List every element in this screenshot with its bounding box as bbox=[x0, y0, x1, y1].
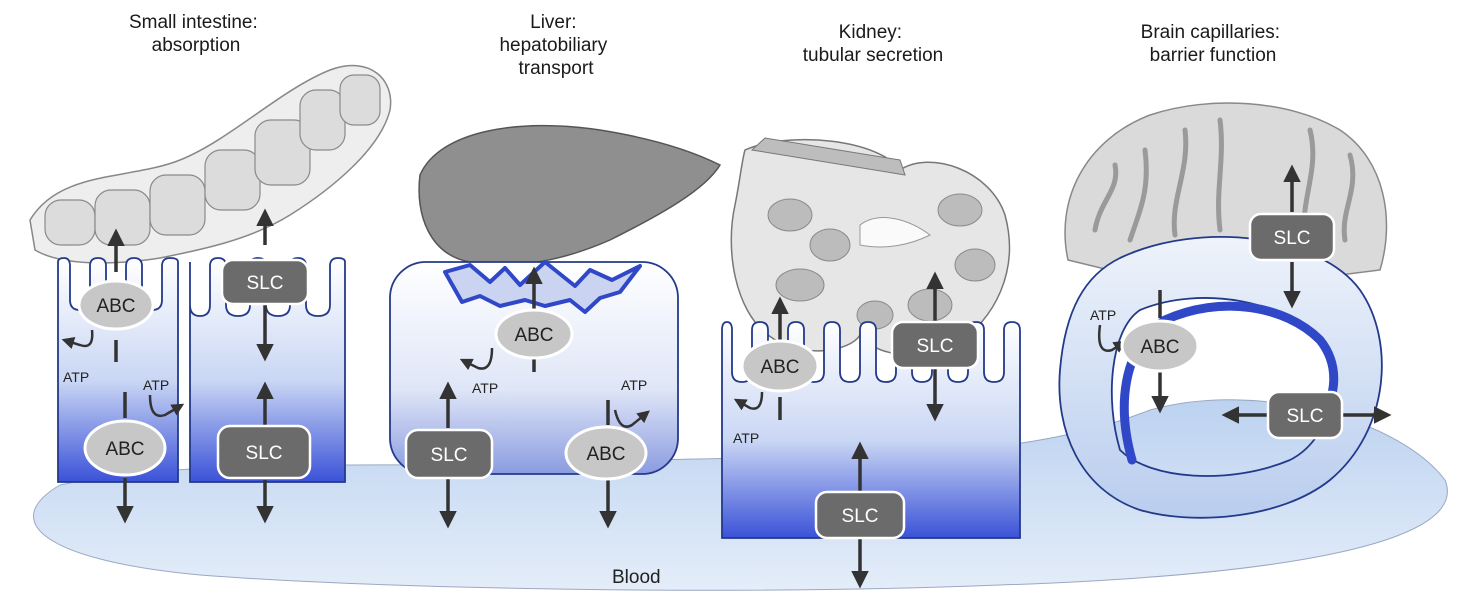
atp-label: ATP bbox=[621, 377, 647, 393]
abc-intestine-basal: ABC bbox=[85, 421, 165, 475]
title-liver: Liver: hepatobiliary transport bbox=[499, 12, 612, 79]
slc-kidney-apical: SLC bbox=[892, 322, 978, 368]
slc-intestine-apical: SLC bbox=[222, 260, 308, 304]
abc-label: ABC bbox=[96, 296, 135, 317]
slc-label: SLC bbox=[431, 445, 468, 466]
abc-label: ABC bbox=[514, 325, 553, 346]
title-kidney: Kidney: tubular secretion bbox=[803, 22, 943, 66]
atp-label: ATP bbox=[1090, 307, 1116, 323]
slc-liver-basal: SLC bbox=[406, 430, 492, 478]
abc-liver-basal: ABC bbox=[566, 427, 646, 479]
abc-intestine-apical: ABC bbox=[79, 281, 153, 329]
abc-label: ABC bbox=[105, 439, 144, 460]
small-intestine-illustration bbox=[30, 66, 391, 263]
abc-label: ABC bbox=[586, 444, 625, 465]
atp-label: ATP bbox=[63, 369, 89, 385]
slc-brain-top: SLC bbox=[1250, 214, 1334, 260]
slc-label: SLC bbox=[842, 506, 879, 527]
atp-label: ATP bbox=[733, 430, 759, 446]
slc-intestine-basal: SLC bbox=[218, 426, 310, 478]
slc-kidney-basal: SLC bbox=[816, 492, 904, 538]
slc-brain-side: SLC bbox=[1268, 392, 1342, 438]
abc-kidney: ABC bbox=[742, 341, 818, 391]
atp-label: ATP bbox=[143, 377, 169, 393]
slc-label: SLC bbox=[917, 336, 954, 357]
slc-label: SLC bbox=[246, 443, 283, 464]
title-small-intestine: Small intestine: absorption bbox=[129, 12, 263, 56]
abc-brain: ABC bbox=[1122, 321, 1198, 371]
title-brain: Brain capillaries: barrier function bbox=[1141, 22, 1286, 66]
slc-label: SLC bbox=[247, 273, 284, 294]
abc-label: ABC bbox=[1140, 337, 1179, 358]
blood-label: Blood bbox=[612, 567, 661, 588]
abc-liver-apical: ABC bbox=[496, 310, 572, 358]
atp-label: ATP bbox=[472, 380, 498, 396]
slc-label: SLC bbox=[1287, 406, 1324, 427]
abc-label: ABC bbox=[760, 357, 799, 378]
slc-label: SLC bbox=[1274, 228, 1311, 249]
liver-illustration bbox=[419, 126, 720, 265]
